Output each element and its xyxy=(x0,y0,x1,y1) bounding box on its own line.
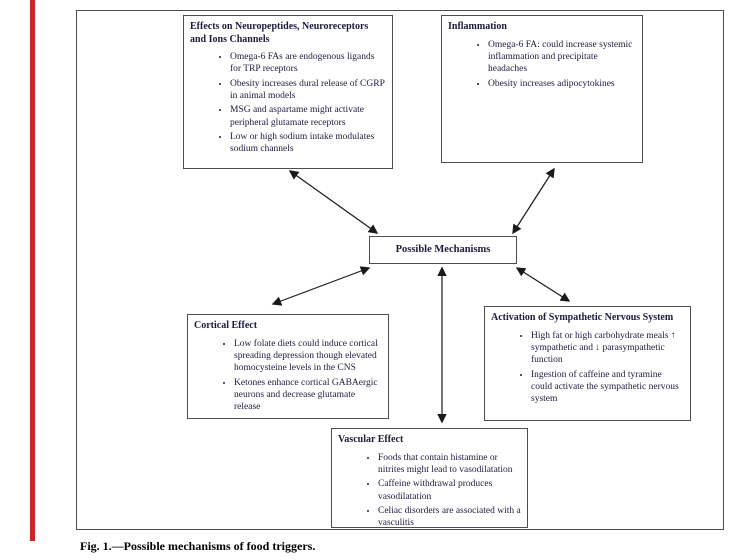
arrow-to-neuropeptides xyxy=(288,170,379,234)
arrow-to-inflammation xyxy=(512,167,555,235)
bullet-item: Obesity increases adipocytokines xyxy=(488,78,636,90)
bullet-list: High fat or high carbohydrate meals ↑ sy… xyxy=(491,330,684,406)
bullet-item: MSG and aspartame might activate periphe… xyxy=(230,104,386,129)
bullet-item: Obesity increases dural release of CGRP … xyxy=(230,78,386,103)
bullet-item: Caffeine withdrawal produces vasodilatat… xyxy=(378,478,521,503)
bullet-list: Low folate diets could induce cortical s… xyxy=(194,338,382,414)
figure-frame: Effects on Neuropeptides, Neuroreceptors… xyxy=(76,10,724,530)
bullet-list: Omega-6 FA: could increase systemic infl… xyxy=(448,39,636,90)
bullet-item: Omega-6 FA: could increase systemic infl… xyxy=(488,39,636,76)
bullet-item: Low folate diets could induce cortical s… xyxy=(234,338,382,375)
figure-caption: Fig. 1.—Possible mechanisms of food trig… xyxy=(80,539,316,553)
arrow-to-sympathetic xyxy=(515,267,571,302)
box-sympathetic-nervous-system: Activation of Sympathetic Nervous System… xyxy=(484,306,691,421)
arrow-to-cortical xyxy=(271,266,371,306)
bullet-item: Low or high sodium intake modulates sodi… xyxy=(230,131,386,156)
bullet-item: Ketones enhance cortical GABAergic neuro… xyxy=(234,377,382,414)
bullet-list: Foods that contain histamine or nitrites… xyxy=(338,452,521,528)
box-cortical-effect: Cortical Effect Low folate diets could i… xyxy=(187,314,389,419)
box-inflammation: Inflammation Omega-6 FA: could increase … xyxy=(441,15,643,163)
accent-rule xyxy=(30,0,35,541)
box-title: Cortical Effect xyxy=(194,320,258,331)
bullet-list: Omega-6 FAs are endogenous ligands for T… xyxy=(190,51,386,156)
bullet-item: Celiac disorders are associated with a v… xyxy=(378,505,521,527)
box-neuropeptides: Effects on Neuropeptides, Neuroreceptors… xyxy=(183,15,393,169)
box-title: Activation of Sympathetic Nervous System xyxy=(491,312,674,323)
box-vascular-effect: Vascular Effect Foods that contain hista… xyxy=(331,428,528,528)
bullet-item: Ingestion of caffeine and tyramine could… xyxy=(531,369,684,406)
center-node-possible-mechanisms: Possible Mechanisms xyxy=(369,236,517,264)
box-title: Effects on Neuropeptides, Neuroreceptors… xyxy=(190,21,369,45)
bullet-item: High fat or high carbohydrate meals ↑ sy… xyxy=(531,330,684,367)
bullet-item: Omega-6 FAs are endogenous ligands for T… xyxy=(230,51,386,76)
bullet-item: Foods that contain histamine or nitrites… xyxy=(378,452,521,477)
box-title: Inflammation xyxy=(448,21,507,32)
box-title: Vascular Effect xyxy=(338,434,404,445)
